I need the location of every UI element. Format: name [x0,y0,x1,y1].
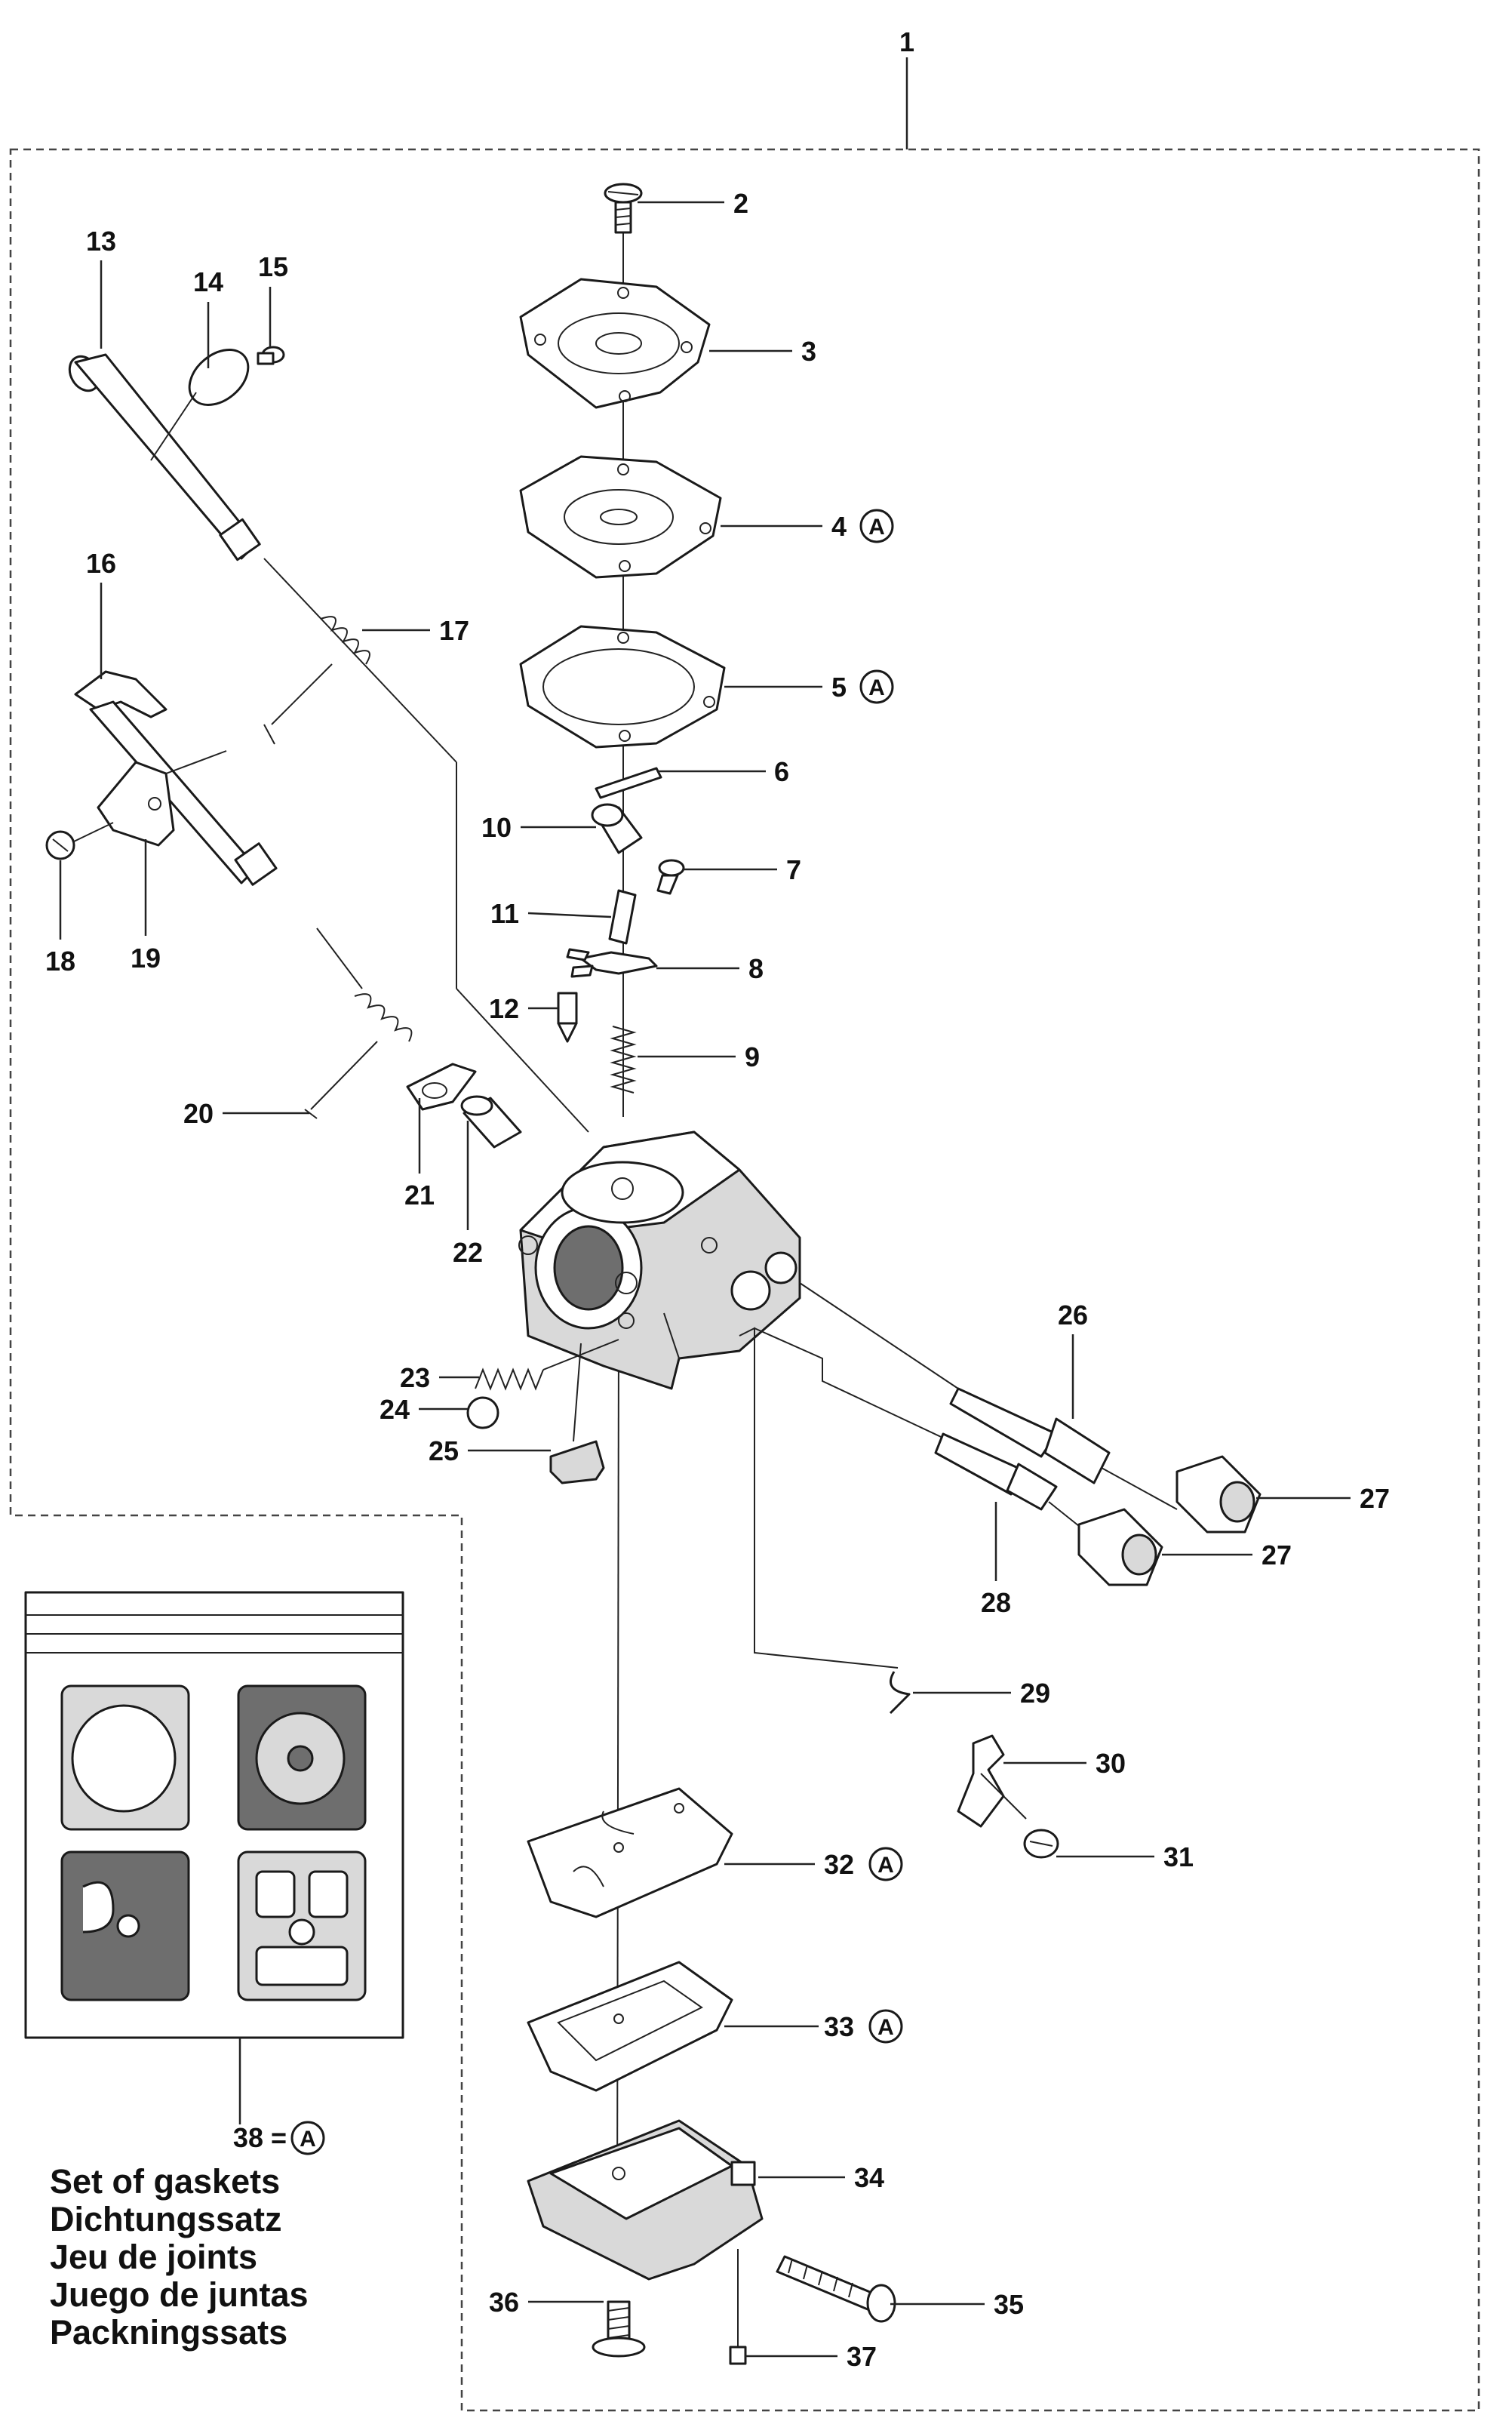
callout-22: 22 [453,1237,483,1268]
callout-32: 32 [824,1849,854,1880]
callout-35: 35 [994,2289,1024,2320]
callout-28: 28 [981,1587,1011,1618]
plate-part-19 [97,761,175,847]
diaphragm-part-4 [519,455,722,579]
legend: Set of gaskets Dichtungssatz Jeu de join… [50,2163,309,2352]
pin-part-37 [729,2249,747,2365]
callout-13: 13 [86,226,116,257]
assembly-number: 1 [899,26,914,57]
cylinder-part-10 [591,803,643,854]
callout-26: 26 [1058,1300,1088,1331]
callout-37: 37 [847,2341,877,2372]
pin-part-6 [595,767,662,799]
screw-part-35 [776,2255,896,2323]
needle-part-12 [557,992,578,1043]
callout-8: 8 [748,953,764,984]
callout-5: 5 [831,672,847,703]
disk-part-14 [150,349,250,461]
callout-14: 14 [193,266,223,297]
spring-part-23 [475,1339,619,1391]
callout-12: 12 [489,993,519,1024]
callout-6: 6 [774,756,789,787]
gasket-part-32 [527,1787,733,1918]
callout-33: 33 [824,2011,854,2042]
callout-31: 31 [1163,1841,1194,1872]
spring-part-17 [263,616,370,745]
kit-label: 38 = [233,2122,287,2153]
pump-cover-part-3 [519,278,711,409]
shaft-part-13 [68,353,589,1133]
screw-part-31 [1023,1829,1059,1859]
cap-part-25 [549,1343,605,1484]
svg-text:A: A [300,2127,316,2152]
screw-part-18 [45,822,114,860]
callout-30: 30 [1096,1748,1126,1779]
callout-4: 4 [831,511,847,542]
callout-29: 29 [1020,1678,1050,1709]
adjuster-cap-part-27-lower [1077,1508,1163,1586]
callout-2: 2 [733,188,748,219]
callout-18: 18 [45,946,75,977]
callout-10: 10 [481,812,512,843]
kit-marker-38: A [290,2121,325,2155]
kit-marker-5: A [859,669,894,704]
pin-part-11 [608,889,637,945]
kit-marker-4: A [859,509,894,543]
bracket-part-30 [957,1734,1027,1828]
svg-text:A: A [868,675,885,700]
callout-21: 21 [404,1180,435,1211]
idle-line [739,1327,899,1669]
screw-part-36 [592,2300,646,2358]
lever-part-8 [566,948,658,978]
callout-24: 24 [380,1394,410,1425]
needle-part-26 [799,1282,1178,1510]
legend-french: Jeu de joints [50,2238,258,2276]
assembly-boundary [9,148,1480,2412]
callout-16: 16 [86,548,116,579]
callout-17: 17 [439,615,469,646]
needle-part-28 [754,1327,1087,1533]
callout-15: 15 [258,251,288,282]
lower-axis [616,1327,619,2235]
legend-swedish: Packningssats [50,2313,288,2352]
svg-text:A: A [877,2015,894,2040]
callout-11: 11 [490,898,519,929]
gasket-part-5 [519,625,726,749]
carburetor-body [518,1131,801,1390]
spring-part-20 [304,928,413,1119]
callout-19: 19 [131,943,161,974]
spring-part-9 [610,1026,637,1094]
kit-marker-33: A [868,2009,903,2044]
callout-23: 23 [400,1362,430,1393]
legend-english: Set of gaskets [50,2162,281,2201]
callout-leaders [59,201,1351,2358]
callout-7: 7 [786,854,801,885]
bushing-part-22 [460,1095,522,1149]
svg-text:A: A [868,515,885,540]
screw-part-2 [604,183,643,234]
callout-25: 25 [429,1435,459,1466]
adjuster-cap-part-27-upper [1175,1455,1262,1534]
callout-36: 36 [489,2287,519,2318]
callout-9: 9 [745,1041,760,1072]
legend-spanish: Juego de juntas [50,2275,309,2314]
kit-marker-32: A [868,1847,903,1881]
clip-part-29 [889,1671,911,1715]
base-cover-part-34 [527,2119,764,2281]
legend-german: Dichtungssatz [50,2200,282,2238]
screw-part-7 [656,859,685,895]
callout-27-lower: 27 [1262,1540,1292,1570]
callout-34: 34 [854,2162,884,2193]
callout-27-upper: 27 [1360,1483,1390,1514]
ball-part-24 [466,1396,499,1429]
gasket-part-33 [527,1961,733,2092]
callout-3: 3 [801,336,816,367]
screw-part-15 [257,346,285,365]
svg-text:A: A [877,1853,894,1878]
gasket-kit-box [24,1591,404,2124]
shaft-part-16 [74,670,278,886]
callout-20: 20 [183,1098,214,1129]
